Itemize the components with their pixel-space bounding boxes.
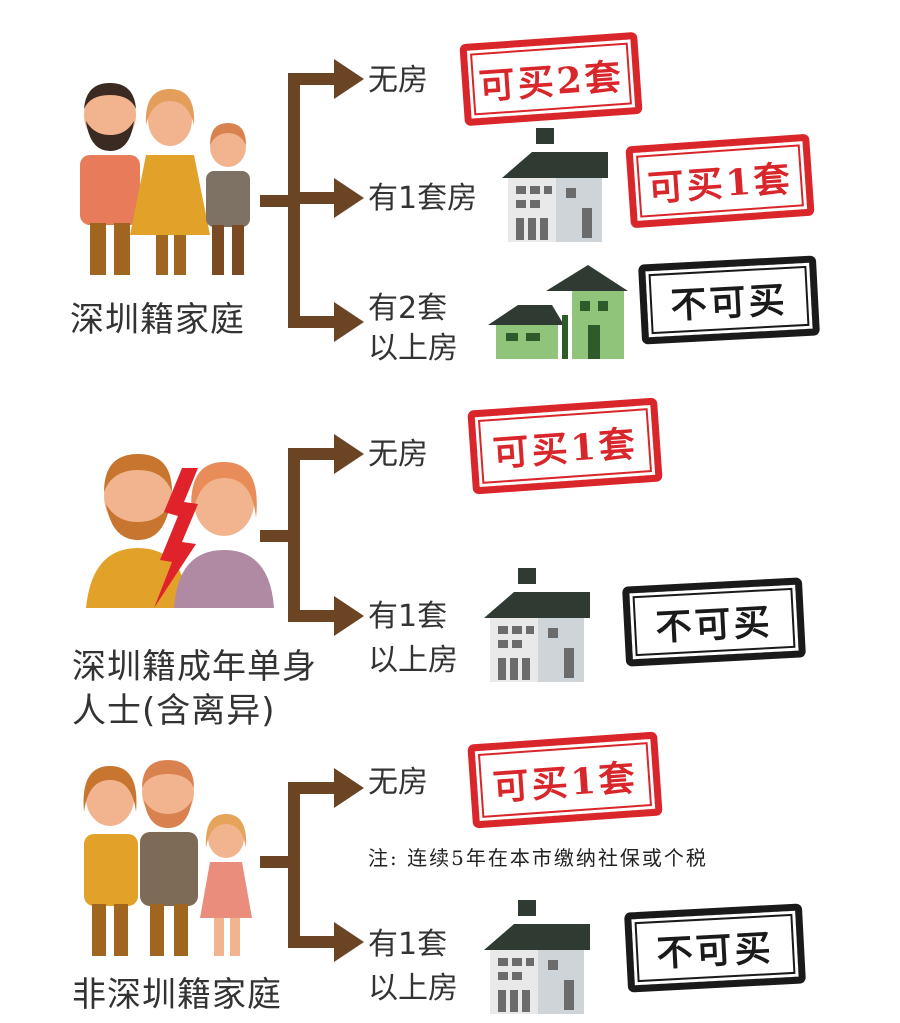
stamp-single-cannot-buy: 不可买 (622, 577, 806, 667)
branch-arrows-group-1 (260, 59, 364, 342)
stamp-single-can-buy-1: 可买1套 (467, 397, 663, 495)
single-person-icon (86, 454, 274, 608)
group-label-single-line1: 深圳籍成年单身 (72, 647, 317, 687)
branch-label-one-house: 有1套房 (368, 181, 478, 216)
stamp-non-local-cannot-buy: 不可买 (624, 903, 806, 993)
group-label-shenzhen-family: 深圳籍家庭 (70, 300, 245, 340)
branch-label-two-houses-line1: 有2套 (368, 291, 448, 326)
branch-arrows-group-3 (260, 768, 364, 962)
branch-label-no-house: 无房 (368, 63, 428, 98)
family-icon (80, 83, 250, 275)
note-social-security: 注: 连续5年在本市缴纳社保或个税 (368, 846, 708, 870)
branch-label-single-one-house-line1: 有1套 (368, 599, 448, 634)
branch-arrows-group-2 (260, 434, 364, 636)
branch-label-single-no-house: 无房 (368, 437, 428, 472)
non-local-family-icon (83, 760, 252, 956)
branch-label-non-local-one-house-line2: 以上房 (368, 971, 458, 1006)
branch-label-single-one-house-line2: 以上房 (368, 643, 458, 678)
house-icon (502, 128, 608, 242)
stamp-non-local-can-buy-1: 可买1套 (467, 731, 663, 829)
group-label-single-line2: 人士(含离异) (72, 691, 276, 731)
stamp-cannot-buy: 不可买 (638, 255, 820, 345)
stamp-can-buy-1: 可买1套 (625, 133, 815, 229)
stamp-can-buy-2: 可买2套 (459, 31, 643, 127)
group-label-non-local-family: 非深圳籍家庭 (72, 975, 282, 1015)
house-icon (484, 900, 590, 1014)
branch-label-non-local-no-house: 无房 (368, 765, 428, 800)
branch-label-two-houses-line2: 以上房 (368, 331, 458, 366)
two-houses-icon (488, 265, 628, 359)
branch-label-non-local-one-house-line1: 有1套 (368, 927, 448, 962)
house-icon (484, 568, 590, 682)
